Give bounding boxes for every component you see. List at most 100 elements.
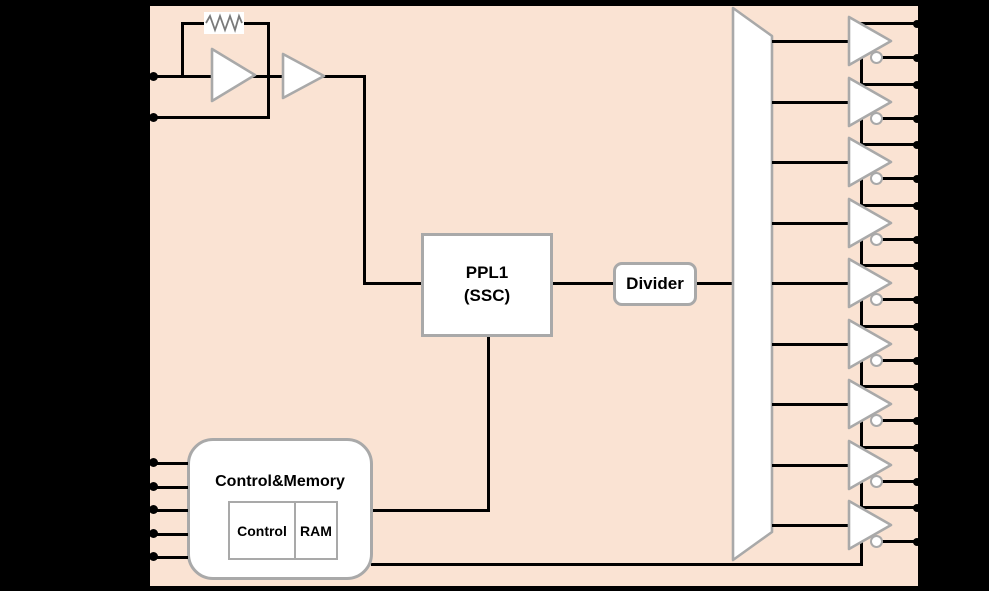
output-buffer-icon (847, 318, 893, 370)
wire-ctrl-to-pll-v (487, 336, 490, 512)
output-pin-true (913, 202, 921, 210)
output-pin-inv (913, 478, 921, 486)
wire-buffer-out-true (853, 385, 918, 388)
inversion-bubble-icon (870, 354, 883, 367)
output-pin-inv (913, 296, 921, 304)
wire-mux-to-buffer (772, 161, 851, 164)
wire-buffer-branch (860, 54, 863, 86)
wire-buffer-branch (860, 538, 863, 566)
output-buffer-icon (847, 378, 893, 430)
output-pin-true (913, 383, 921, 391)
wire-feedback-right (267, 22, 270, 119)
output-buffer-icon (847, 439, 893, 491)
wire-buffer-out-true (853, 204, 918, 207)
wire-buffer-branch (860, 417, 863, 449)
inversion-bubble-icon (870, 535, 883, 548)
inversion-bubble-icon (870, 172, 883, 185)
wire-control-input (150, 509, 188, 512)
wire-buffer-out-inv (876, 419, 918, 422)
output-pin-true (913, 262, 921, 270)
wire-buffer-out-true (853, 22, 918, 25)
wire-mux-to-buffer (772, 403, 851, 406)
wire-amp-out (252, 75, 284, 78)
inversion-bubble-icon (870, 293, 883, 306)
oscillator-amp-icon (210, 47, 257, 103)
output-pin-true (913, 141, 921, 149)
pll-label-line1: PPL1 (465, 263, 509, 283)
input-buffer-icon (281, 52, 326, 100)
wire-feedback-left (181, 22, 184, 78)
xtal-out-pin (149, 113, 158, 122)
output-buffer-icon (847, 15, 893, 67)
wire-buffer-out-inv (876, 540, 918, 543)
divider-block: Divider (613, 262, 697, 306)
wire-buffer-out-inv (876, 177, 918, 180)
pll-block: PPL1 (SSC) (421, 233, 553, 337)
wire-buffer-out-true (853, 264, 918, 267)
output-pin-inv (913, 357, 921, 365)
wire-buffer-out-true (853, 325, 918, 328)
output-pin-inv (913, 236, 921, 244)
control-subblock: Control (237, 522, 287, 539)
output-buffer-icon (847, 197, 893, 249)
inversion-bubble-icon (870, 414, 883, 427)
control-memory-block: Control&Memory Control RAM (187, 438, 373, 580)
output-buffer-icon (847, 257, 893, 309)
wire-ctrl-bottom (371, 563, 863, 566)
wire-control-input (150, 533, 188, 536)
inversion-bubble-icon (870, 233, 883, 246)
control-input-pin (149, 552, 158, 561)
wire-buffer-out-true (853, 83, 918, 86)
wire-buffer-out-inv (876, 480, 918, 483)
wire-buffer-out-inv (876, 117, 918, 120)
wire-mux-to-buffer (772, 343, 851, 346)
wire-mux-to-buffer (772, 101, 851, 104)
output-pin-true (913, 81, 921, 89)
output-pin-inv (913, 417, 921, 425)
wire-mux-to-buffer (772, 524, 851, 527)
inversion-bubble-icon (870, 51, 883, 64)
output-buffer-icon (847, 499, 893, 551)
output-pin-true (913, 20, 921, 28)
wire-buffer-out-true (853, 143, 918, 146)
wire-buffer-out-true (853, 506, 918, 509)
wire-xtal-out (150, 116, 268, 119)
wire-buffer-out-inv (876, 238, 918, 241)
output-pin-true (913, 444, 921, 452)
wire-ctrl-to-pll-h (371, 509, 490, 512)
wire-buffer-branch (860, 296, 863, 328)
control-input-pin (149, 529, 158, 538)
wire-refclk-vertical (363, 75, 366, 285)
wire-pll-to-divider (552, 282, 615, 285)
wire-buf2-out (322, 75, 366, 78)
ram-subblock: RAM (294, 503, 336, 558)
wire-mux-to-buffer (772, 222, 851, 225)
wire-pll-in (363, 282, 423, 285)
wire-buffer-out-true (853, 446, 918, 449)
wire-control-input (150, 486, 188, 489)
control-memory-inner-box: Control RAM (228, 501, 338, 560)
control-input-pin (149, 505, 158, 514)
feedback-resistor-icon (204, 12, 244, 34)
output-pin-inv (913, 115, 921, 123)
control-input-pin (149, 458, 158, 467)
wire-mux-to-buffer (772, 40, 851, 43)
wire-mux-to-buffer (772, 282, 851, 285)
mux-trapezoid-icon (731, 6, 774, 562)
wire-control-input (150, 556, 188, 559)
output-pin-inv (913, 54, 921, 62)
wire-buffer-branch (860, 478, 863, 509)
control-memory-title: Control&Memory (215, 473, 345, 490)
wire-divider-to-mux (695, 282, 735, 285)
pll-label-line2: (SSC) (463, 286, 511, 305)
output-pin-inv (913, 538, 921, 546)
inversion-bubble-icon (870, 112, 883, 125)
output-pin-inv (913, 175, 921, 183)
wire-buffer-branch (860, 357, 863, 388)
divider-label: Divider (626, 274, 684, 293)
wire-buffer-out-inv (876, 56, 918, 59)
output-buffer-icon (847, 76, 893, 128)
wire-buffer-out-inv (876, 359, 918, 362)
wire-buffer-branch (860, 175, 863, 207)
